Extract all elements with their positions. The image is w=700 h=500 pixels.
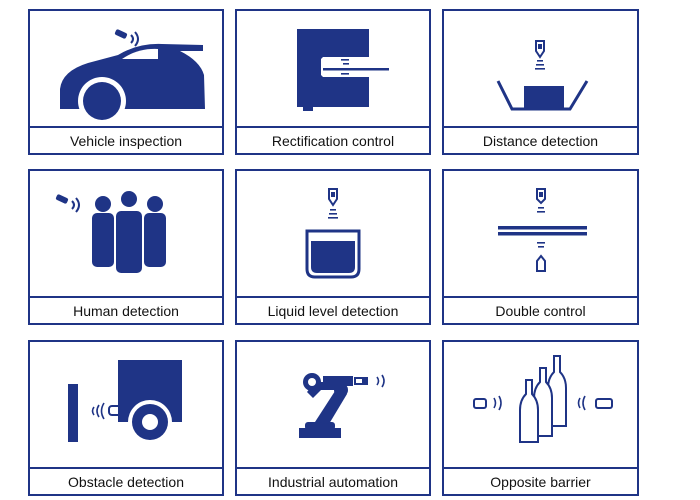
tile-label: Industrial automation bbox=[237, 467, 429, 494]
tile-double-control: Double control bbox=[442, 169, 639, 325]
truck-obstacle-icon bbox=[68, 360, 182, 444]
tile-vehicle-inspection: Vehicle inspection bbox=[28, 9, 224, 155]
liquid-container-icon bbox=[305, 188, 361, 279]
people-with-sensor-icon bbox=[55, 189, 166, 273]
tile-label: Vehicle inspection bbox=[30, 126, 222, 153]
tile-label: Double control bbox=[444, 296, 637, 323]
tile-human-detection: Human detection bbox=[28, 169, 224, 325]
tile-obstacle-detection: Obstacle detection bbox=[28, 340, 224, 496]
tile-label: Liquid level detection bbox=[237, 296, 429, 323]
double-sheet-sensor-icon bbox=[498, 188, 587, 272]
tile-industrial-automation: Industrial automation bbox=[235, 340, 431, 496]
tile-liquid-level-detection: Liquid level detection bbox=[235, 169, 431, 325]
tile-opposite-barrier: Opposite barrier bbox=[442, 340, 639, 496]
tile-label: Rectification control bbox=[237, 126, 429, 153]
bottles-barrier-icon bbox=[473, 355, 613, 443]
tile-distance-detection: Distance detection bbox=[442, 9, 639, 155]
tile-label: Opposite barrier bbox=[444, 467, 637, 494]
robot-arm-icon bbox=[299, 373, 385, 438]
sensor-over-container-icon bbox=[496, 40, 589, 111]
tile-label: Distance detection bbox=[444, 126, 637, 153]
c-frame-sensor-icon bbox=[297, 29, 389, 111]
tile-label: Human detection bbox=[30, 296, 222, 323]
tile-label: Obstacle detection bbox=[30, 467, 222, 494]
tile-rectification-control: Rectification control bbox=[235, 9, 431, 155]
car-with-sensor-icon bbox=[60, 29, 205, 125]
